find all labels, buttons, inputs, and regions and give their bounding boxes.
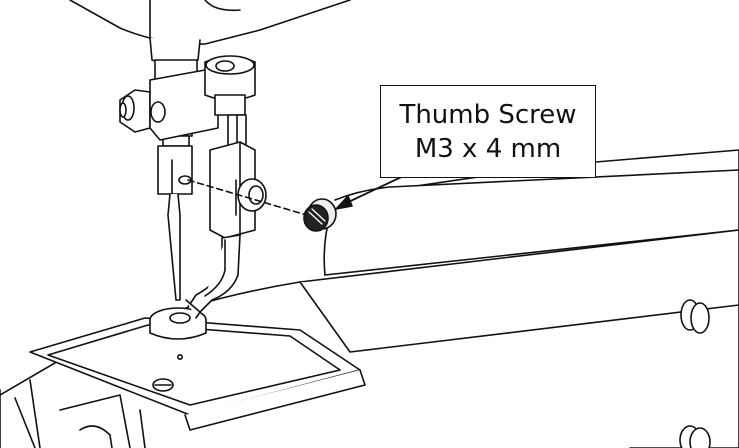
thumb-screw-callout: Thumb Screw M3 x 4 mm bbox=[380, 85, 596, 178]
alignment-dashed-line bbox=[187, 179, 311, 217]
needle-clamp-hole bbox=[178, 175, 192, 185]
machine-head bbox=[69, 0, 351, 65]
body-holes bbox=[679, 299, 711, 448]
needle-hole bbox=[177, 353, 184, 360]
callout-line-1: Thumb Screw bbox=[399, 99, 577, 130]
presser-foot bbox=[149, 299, 207, 340]
presser-foot-holder bbox=[209, 141, 267, 239]
callout-line-2: M3 x 4 mm bbox=[414, 133, 562, 164]
thumb-screw bbox=[303, 198, 337, 232]
needle-bar-clamp bbox=[119, 69, 219, 141]
needle-plate bbox=[29, 317, 366, 431]
needle bbox=[167, 193, 181, 301]
front-bed bbox=[0, 389, 146, 448]
